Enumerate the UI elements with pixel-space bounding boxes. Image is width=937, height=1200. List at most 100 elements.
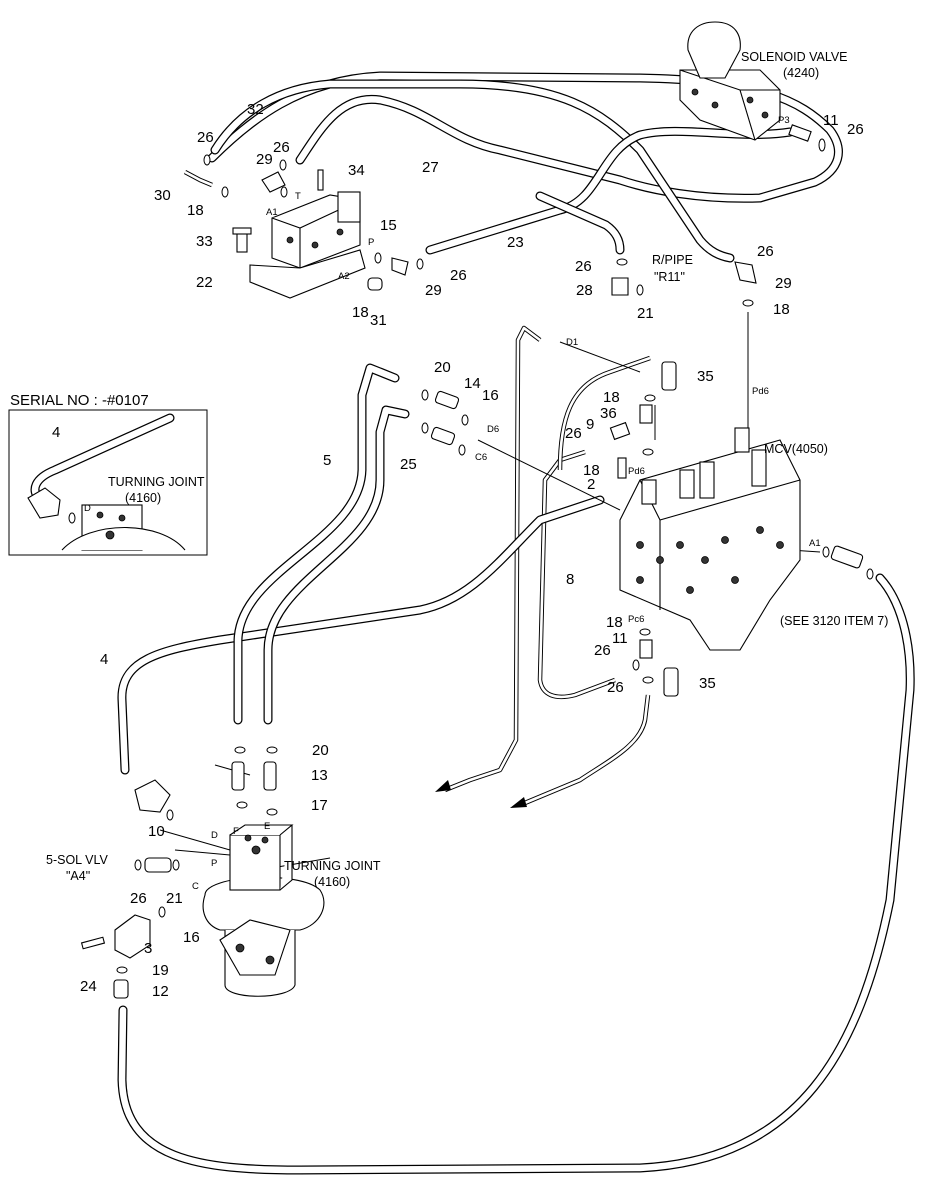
callout-18: 18: [352, 304, 369, 321]
port-a2: A2: [338, 271, 350, 282]
mcv-label: MCV(4050): [764, 442, 828, 456]
port-a1: A1: [266, 207, 278, 218]
callout-18: 18: [187, 202, 204, 219]
port-pc6: Pc6: [628, 614, 644, 625]
callout-16: 16: [482, 387, 499, 404]
callout-33: 33: [196, 233, 213, 250]
callout-26: 26: [575, 258, 592, 275]
callout-36: 36: [600, 405, 617, 422]
callout-25: 25: [400, 456, 417, 473]
callout-35: 35: [697, 368, 714, 385]
callout-26: 26: [847, 121, 864, 138]
port-t: T: [295, 191, 301, 202]
port-p: P: [368, 237, 374, 248]
callout-26: 26: [130, 890, 147, 907]
hose-top-upper: [210, 79, 735, 263]
callout-23: 23: [507, 234, 524, 251]
port-tj-f: F: [233, 826, 239, 837]
callout-26: 26: [594, 642, 611, 659]
turning-joint-code: (4160): [314, 875, 350, 889]
callout-18: 18: [606, 614, 623, 631]
callout-numbers: 32 26 26 29 34 30 18 15 33 22 18 31 29 2…: [80, 101, 864, 1000]
callout-26: 26: [450, 267, 467, 284]
rpipe-fittings: [611, 258, 757, 307]
callout-9: 9: [586, 416, 594, 433]
callout-20: 20: [434, 359, 451, 376]
callout-5: 5: [323, 452, 331, 469]
callout-21: 21: [637, 305, 654, 322]
arrow-down-left-b: [510, 797, 527, 808]
callout-26: 26: [197, 129, 214, 146]
inset-port-d: D: [84, 503, 91, 514]
callout-21: 21: [166, 890, 183, 907]
rpipe-line1: R/PIPE: [652, 253, 693, 267]
callout-28: 28: [576, 282, 593, 299]
port-mcv-a1: A1: [809, 538, 821, 549]
pipe-d1: [444, 325, 542, 793]
hose-4: [117, 495, 605, 775]
solenoid-valve: [679, 21, 781, 141]
inset-item-4: 4: [52, 424, 60, 441]
callout-27: 27: [422, 159, 439, 176]
inset-turning-joint-icon: [27, 487, 186, 551]
turning-joint: [202, 824, 325, 997]
callout-8: 8: [566, 571, 574, 588]
fittings-14-25: [421, 389, 469, 456]
solenoid-valve-code: (4240): [783, 66, 819, 80]
pipe-lower-return: [519, 694, 651, 808]
port-p3: P3: [778, 115, 790, 126]
leader-lines: [159, 312, 821, 871]
pipe-8: [537, 449, 616, 700]
callout-22: 22: [196, 274, 213, 291]
port-d6: D6: [487, 424, 499, 435]
port-tj-p: P: [211, 858, 217, 869]
callout-26: 26: [565, 425, 582, 442]
mcv-valve-block: [619, 427, 801, 651]
hose-27: [207, 71, 843, 203]
solenoid-valve-name: SOLENOID VALVE: [741, 50, 848, 64]
turning-joint-fittings: [80, 746, 278, 999]
port-tj-e: E: [264, 821, 270, 832]
callout-10: 10: [148, 823, 165, 840]
inset-turning-joint-code: (4160): [125, 491, 161, 505]
callout-14: 14: [464, 375, 481, 392]
callout-16: 16: [183, 929, 200, 946]
small-fittings-upper: [183, 154, 424, 291]
port-c6: C6: [475, 452, 487, 463]
callout-31: 31: [370, 312, 387, 329]
control-block-15: [249, 191, 366, 299]
callout-11: 11: [823, 112, 839, 129]
port-tj-c: C: [192, 881, 199, 892]
callout-12: 12: [152, 983, 169, 1000]
callout-18: 18: [603, 389, 620, 406]
callout-17: 17: [311, 797, 328, 814]
callout-20: 20: [312, 742, 329, 759]
callout-11: 11: [612, 630, 628, 647]
callout-24: 24: [80, 978, 97, 995]
callout-13: 13: [311, 767, 328, 784]
callout-29: 29: [425, 282, 442, 299]
callout-26: 26: [757, 243, 774, 260]
port-pd6-lower: Pd6: [628, 466, 645, 477]
port-tj-d: D: [211, 830, 218, 841]
callout-30: 30: [154, 187, 171, 204]
mcv-fittings: [609, 361, 874, 697]
callout-32: 32: [247, 101, 264, 118]
callout-29: 29: [775, 275, 792, 292]
pipe-d6-c6: [557, 355, 651, 471]
port-pd6-upper: Pd6: [752, 386, 769, 397]
rpipe-line2: "R11": [654, 270, 685, 284]
arrow-down-left-a: [435, 780, 451, 792]
callout-34: 34: [348, 162, 365, 179]
five-sol-valve-line2: "A4": [66, 869, 90, 883]
port-d1: D1: [566, 337, 578, 348]
serial-inset: SERIAL NO : -#0107 4 TURNING JOINT (4160…: [8, 392, 208, 556]
callout-35: 35: [699, 675, 716, 692]
callout-19: 19: [152, 962, 169, 979]
serial-number-title: SERIAL NO : -#0107: [10, 392, 149, 409]
callout-15: 15: [380, 217, 397, 234]
callout-2: 2: [587, 476, 595, 493]
five-sol-valve-line1: 5-SOL VLV: [46, 853, 108, 867]
